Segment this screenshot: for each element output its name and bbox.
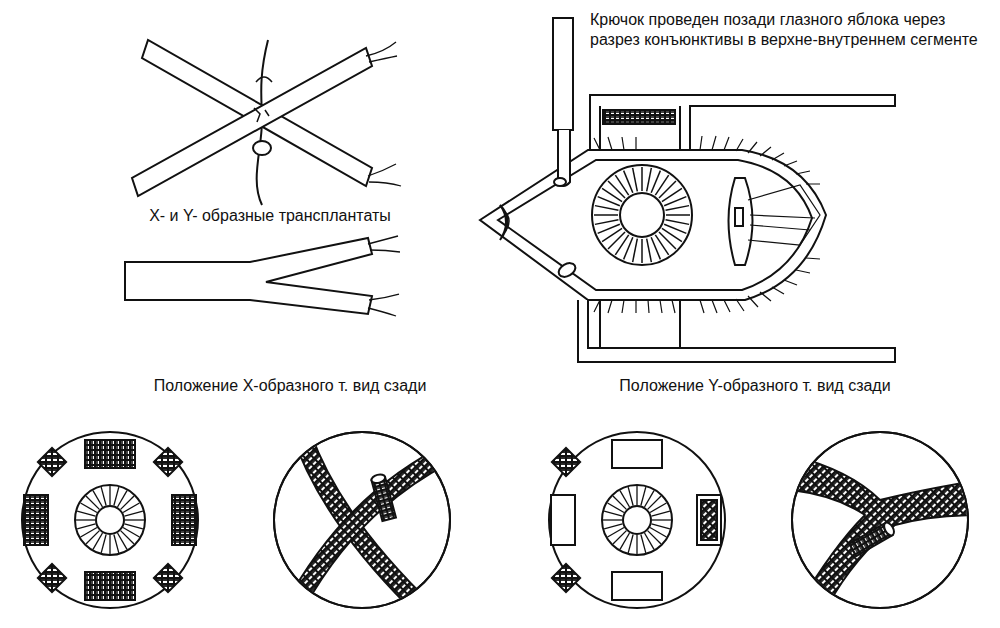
iris-ray [598,224,620,233]
iris-ray [124,524,142,529]
hook-note: Крючок проведен позади глазного яблока ч… [590,10,995,50]
iris-ray [109,486,110,505]
iris-ray [651,511,669,516]
x-position-front [22,432,198,608]
iris-ray [651,237,660,259]
iris-ray [652,519,671,520]
iris-ray [608,181,625,198]
iris-ray [101,534,106,552]
iris-ray [114,534,119,552]
iris-ray [602,188,622,201]
iris-ray [662,228,682,241]
iris-ray [624,171,633,193]
iris-ray [641,239,643,263]
iris-ray [603,519,622,520]
iris-ray [666,220,690,225]
iris-ray [628,487,633,505]
iris-ray [647,239,652,263]
iris-ray [604,511,622,516]
iris-ray [124,511,142,516]
iris-ray [620,491,630,507]
iris-ray [608,232,625,249]
iris-ray [114,487,119,505]
iris-ray [636,486,637,505]
eye-speculum [480,18,895,362]
iris-ray [655,175,668,195]
iris-ray [633,168,638,192]
iris-ray [123,503,139,513]
iris-ray [118,533,128,549]
view-caption: Положение Y-образного т. вид сзади [555,376,955,396]
iris-ray [77,524,95,529]
iris-ray [109,535,110,554]
iris-ray [615,235,628,255]
iris-ray [650,503,666,513]
y-position-front [549,432,725,608]
view-caption: Положение X-образного т. вид сзади [90,376,490,396]
iris-ray [594,214,618,216]
iris-ray [645,533,655,549]
iris-ray [125,519,144,520]
iris-ray [659,181,676,198]
iris-ray [595,220,619,225]
graft-caption: X- и Y- образные трансплантаты [130,206,410,226]
iris-ray [641,167,643,191]
iris-ray [595,206,619,211]
iris-ray [81,528,97,538]
iris-ray [608,528,624,538]
iris-ray [664,197,686,206]
y-position-back [790,432,980,620]
iris-ray [636,535,637,554]
iris-ray [101,487,106,505]
iris-ray [641,534,646,552]
x-position-back [274,430,455,615]
x-graft [132,40,401,205]
iris-ray [77,511,95,516]
iris-ray [666,206,690,211]
y-graft [125,236,400,316]
iris-ray [93,491,103,507]
iris-ray [628,534,633,552]
iris-ray [647,168,652,192]
iris-ray [76,519,95,520]
iris-ray [651,524,669,529]
iris-ray [659,232,676,249]
iris-ray [666,214,690,216]
iris-ray [604,524,622,529]
iris-ray [641,487,646,505]
iris-ray [633,239,638,263]
